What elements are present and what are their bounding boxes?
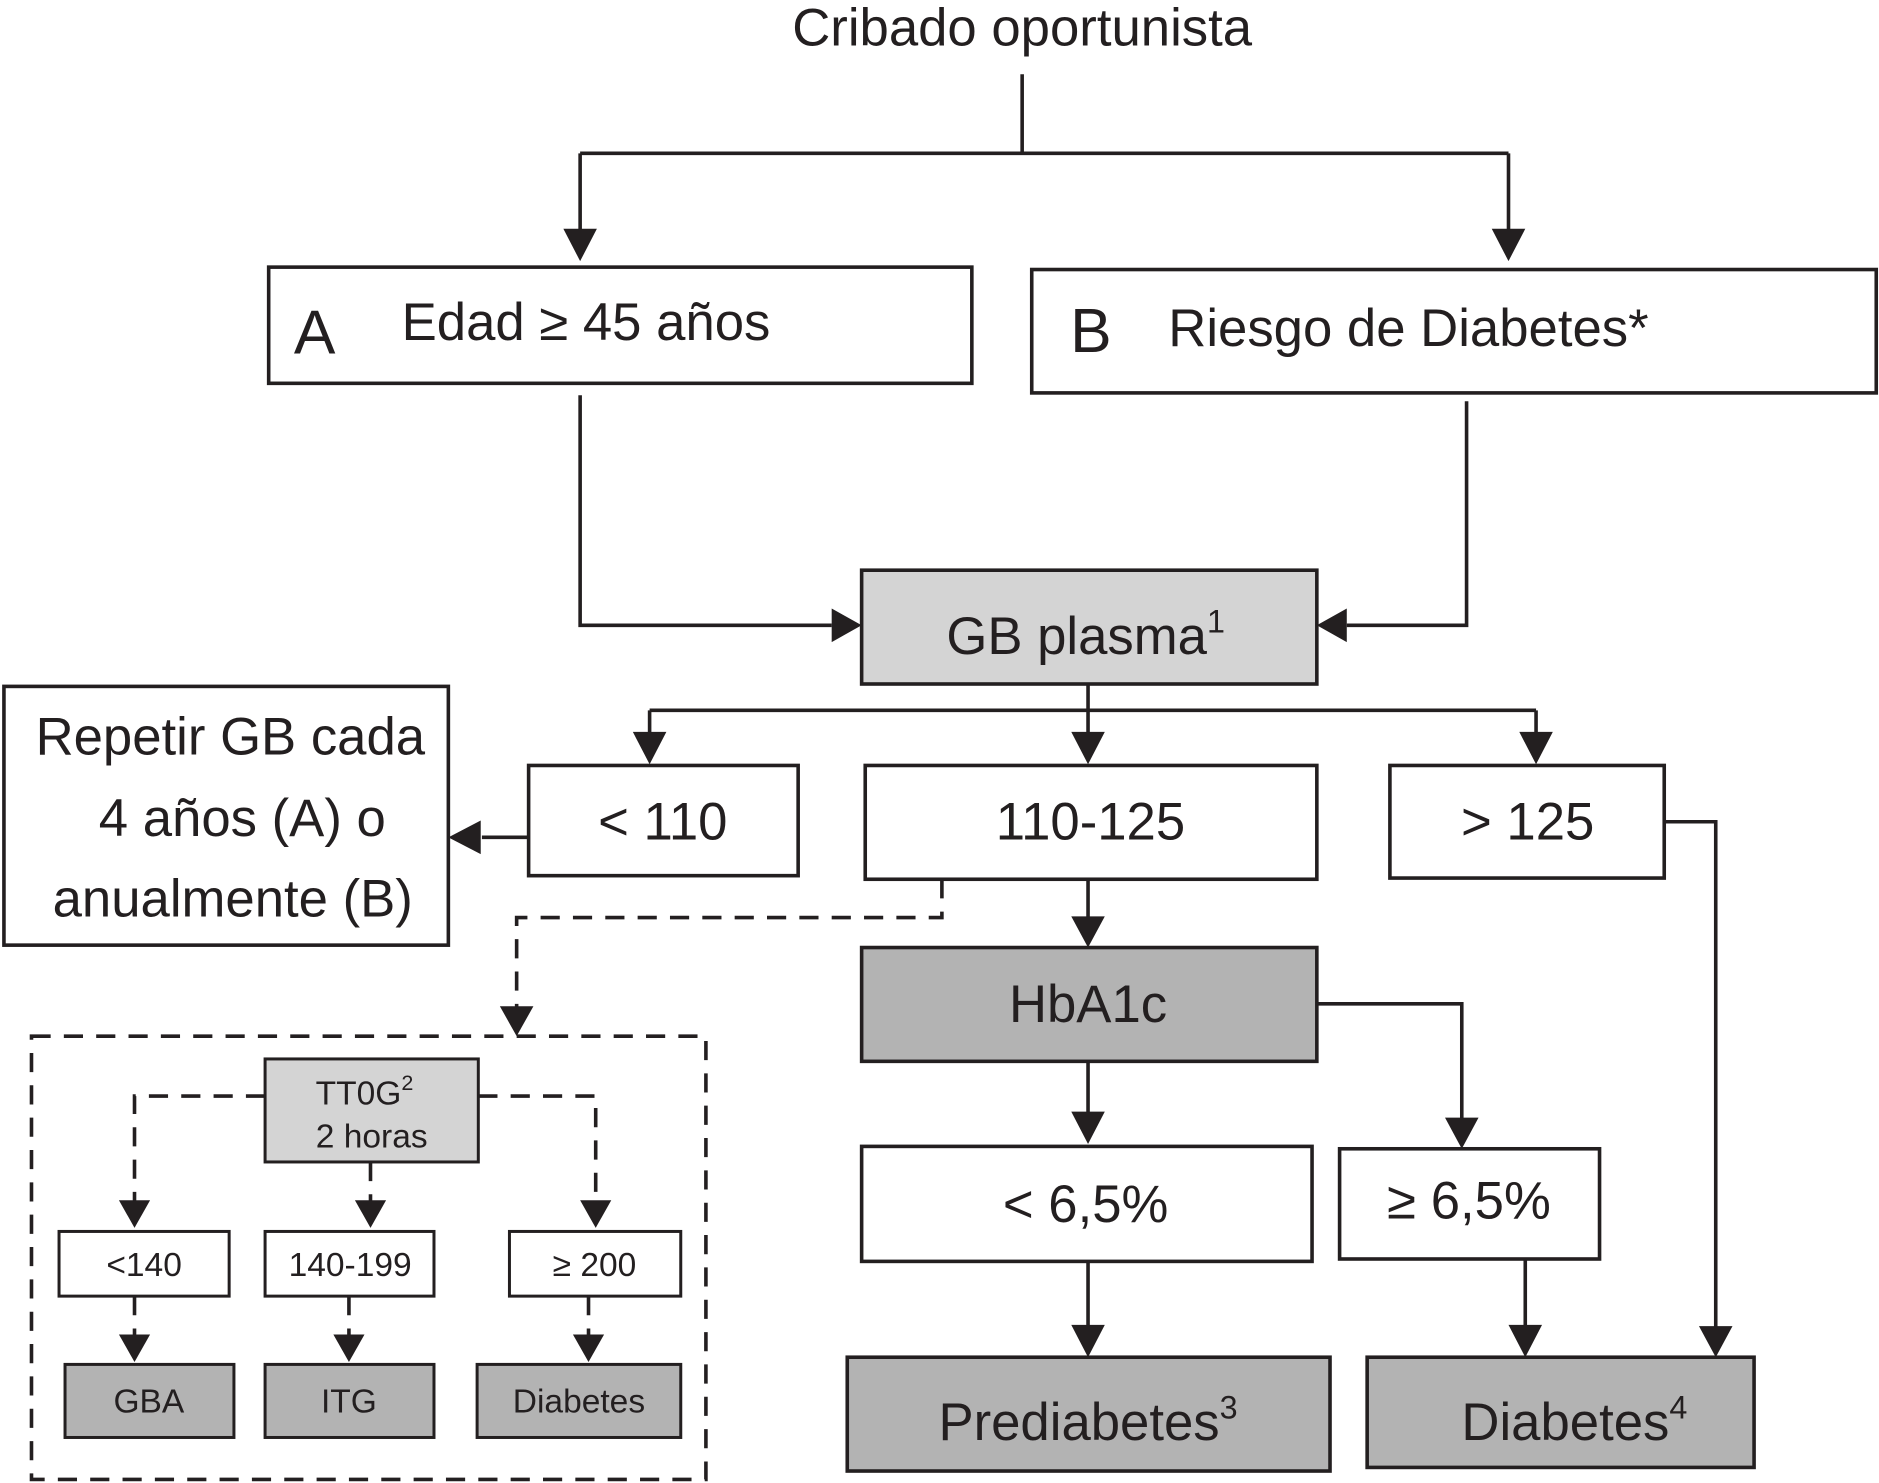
arrowhead-to-110-125 (1071, 731, 1105, 765)
gb-plasma-box: GB plasma1 (859, 568, 1319, 686)
hba1c-range-low-label: < 6,5% (1003, 1175, 1169, 1234)
gb-plasma-footnote: 1 (1207, 603, 1225, 639)
svg-text:Prediabetes3: Prediabetes3 (938, 1389, 1237, 1452)
ttog-box: TT0G2 2 horas (263, 1057, 480, 1164)
gb-range-110-125-label: 110-125 (996, 793, 1185, 852)
arrowhead-to-gba (118, 1334, 151, 1363)
ttog-range-140-199-label: 140-199 (289, 1247, 412, 1284)
ttog-range-ge200: ≥ 200 (507, 1229, 683, 1298)
gb-plasma-label: GB plasma (946, 607, 1207, 666)
arrowhead-to-b (1491, 228, 1526, 262)
arrowhead-to-ttog-panel (499, 1006, 534, 1037)
repeat-line-1: Repetir GB cada (36, 708, 426, 767)
gb-range-gt125: > 125 (1388, 763, 1667, 880)
ttog-label: TT0G (316, 1075, 402, 1112)
prediabetes-box: Prediabetes3 (845, 1355, 1332, 1473)
gb-range-gt125-label: > 125 (1461, 793, 1594, 852)
hba1c-range-low: < 6,5% (859, 1144, 1314, 1264)
prediabetes-footnote: 3 (1220, 1389, 1238, 1425)
ttog-result-gba-label: GBA (113, 1383, 184, 1420)
diabetes-box: Diabetes4 (1365, 1355, 1756, 1470)
ttog-range-ge200-label: ≥ 200 (553, 1247, 637, 1284)
arrowhead-ge65-to-diabetes (1508, 1324, 1543, 1358)
arrowhead-to-gt125 (1519, 731, 1553, 765)
hba1c-box: HbA1c (859, 945, 1319, 1064)
ttog-range-lt140: <140 (57, 1229, 231, 1298)
arrowhead-to-prediabetes (1071, 1324, 1105, 1358)
criterion-a-box: A Edad ≥ 45 años (266, 265, 974, 386)
arrowhead-to-ge65 (1445, 1117, 1479, 1149)
gb-range-lt110: < 110 (526, 763, 800, 878)
hba1c-range-high: ≥ 6,5% (1337, 1146, 1602, 1261)
repeat-line-3: anualmente (B) (53, 869, 413, 928)
ttog-panel: TT0G2 2 horas <140 140-199 ≥ 200 GBA ITG… (29, 1034, 708, 1482)
criterion-b-label: Riesgo de Diabetes* (1168, 299, 1648, 358)
ttog-range-140-199: 140-199 (263, 1229, 436, 1298)
svg-text:TT0G2: TT0G2 (316, 1070, 414, 1112)
criterion-b-box: B Riesgo de Diabetes* (1029, 267, 1879, 395)
criterion-a-letter: A (294, 298, 336, 367)
svg-text:Diabetes4: Diabetes4 (1461, 1389, 1687, 1452)
arrowhead-to-itg (333, 1334, 365, 1363)
hba1c-range-high-label: ≥ 6,5% (1387, 1171, 1551, 1230)
arrowhead-to-ge200 (580, 1200, 612, 1228)
dashed-connectors (118, 879, 944, 1363)
criterion-b-letter: B (1070, 297, 1112, 366)
arrowhead-gt125-to-diabetes (1698, 1326, 1733, 1358)
ttog-result-itg: ITG (263, 1362, 436, 1439)
arrowhead-to-ttog-diabetes (572, 1334, 605, 1363)
arrowhead-a-to-gb (831, 608, 862, 643)
gb-range-lt110-label: < 110 (598, 793, 727, 852)
arrowhead-to-repeat (448, 820, 481, 855)
criterion-a-label: Edad ≥ 45 años (402, 293, 771, 352)
arrowhead-to-140-199 (354, 1200, 387, 1228)
ttog-footnote: 2 (401, 1070, 413, 1095)
solid-connectors (448, 74, 1733, 1358)
ttog-result-itg-label: ITG (321, 1383, 377, 1420)
svg-text:GB plasma1: GB plasma1 (946, 603, 1225, 666)
ttog-result-gba: GBA (63, 1362, 236, 1439)
diabetes-label: Diabetes (1461, 1393, 1669, 1452)
prediabetes-label: Prediabetes (938, 1393, 1219, 1452)
ttog-result-diabetes-label: Diabetes (513, 1383, 645, 1420)
arrowhead-to-hba1c (1071, 916, 1105, 948)
hba1c-label: HbA1c (1009, 975, 1167, 1034)
diagram-title: Cribado oportunista (792, 0, 1253, 58)
repeat-line-2: 4 años (A) o (99, 789, 386, 848)
diabetes-footnote: 4 (1669, 1389, 1687, 1425)
ttog-range-lt140-label: <140 (106, 1247, 182, 1284)
repeat-gb-box: Repetir GB cada 4 años (A) o anualmente … (2, 684, 451, 947)
arrowhead-to-a (563, 228, 597, 262)
ttog-result-diabetes: Diabetes (475, 1362, 683, 1439)
arrowhead-to-lt110 (632, 731, 667, 765)
gb-range-110-125: 110-125 (863, 763, 1319, 882)
arrowhead-to-lt140 (118, 1200, 151, 1228)
arrowhead-b-to-gb (1316, 608, 1347, 643)
ttog-duration: 2 horas (316, 1119, 428, 1156)
arrowhead-to-lt65 (1071, 1111, 1105, 1144)
